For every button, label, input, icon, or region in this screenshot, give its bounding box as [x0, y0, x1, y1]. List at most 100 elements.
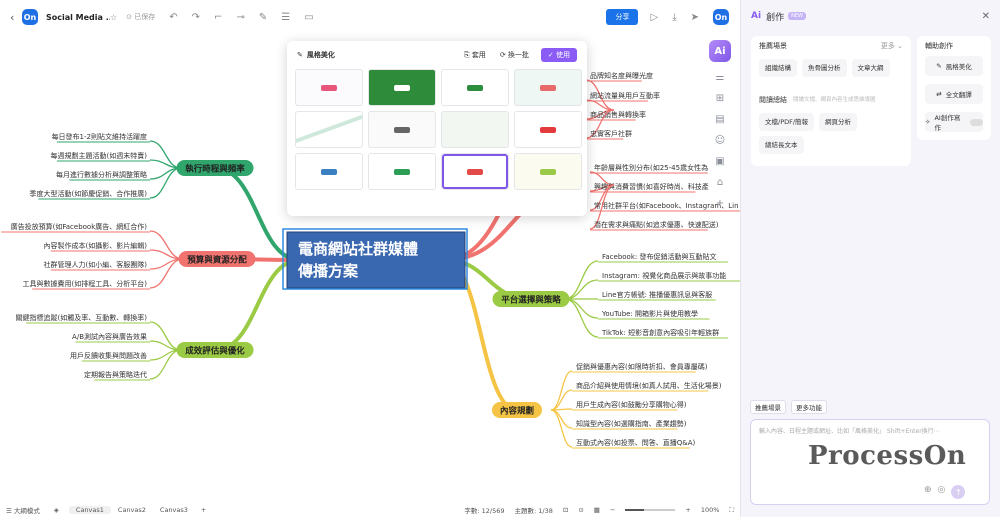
toggle-switch[interactable]	[969, 118, 983, 126]
redo-icon[interactable]: ↷	[191, 11, 201, 23]
leaf-node[interactable]: 用戶反饋收集與問題改善	[70, 351, 147, 360]
style-card[interactable]	[514, 69, 582, 106]
branch-node[interactable]	[178, 251, 256, 267]
branch-node-label[interactable]: 內容規劃	[500, 406, 534, 417]
style-card[interactable]	[368, 111, 436, 148]
structure-icon[interactable]: ⊞	[715, 93, 725, 104]
add-icon[interactable]: +	[715, 198, 725, 209]
leaf-node[interactable]: 潛在需求與痛點(如追求優惠、快速配送)	[594, 220, 719, 229]
style-card[interactable]	[441, 111, 509, 148]
zoom-slider[interactable]	[625, 509, 676, 511]
locate-icon[interactable]: ⊙	[578, 506, 584, 514]
share-button[interactable]: 分享	[606, 9, 639, 25]
back-icon[interactable]: ‹	[10, 10, 15, 24]
leaf-node[interactable]: 網站流量與用戶互動率	[590, 91, 660, 100]
leaf-node[interactable]: 內容製作成本(如攝影、影片編輯)	[44, 241, 148, 250]
style-card[interactable]	[368, 69, 436, 106]
chip-doc-pdf[interactable]: 文檔/PDF/簡報	[759, 113, 815, 131]
download-icon[interactable]: ⤓	[672, 11, 677, 23]
leaf-node[interactable]: Instagram: 視覺化商品展示與故事功能	[602, 271, 726, 280]
leaf-node[interactable]: TikTok: 短影音創意內容吸引年輕族群	[601, 328, 719, 337]
tab-more[interactable]: 更多功能	[791, 400, 827, 414]
tab-canvas1[interactable]: Canvas1	[68, 506, 111, 514]
document-title[interactable]: Social Media ...	[46, 12, 110, 22]
emoji-icon[interactable]: ☺	[714, 135, 726, 146]
apply-all-button[interactable]: ⎘ 套用	[463, 51, 486, 59]
tab-canvas3[interactable]: Canvas3	[159, 506, 188, 514]
tab-canvas2[interactable]: Canvas2	[117, 506, 146, 514]
leaf-node[interactable]: 社群管理人力(如小編、客服團隊)	[44, 260, 148, 269]
style-card[interactable]	[368, 153, 436, 190]
beautify-button[interactable]: ✎風格美化	[925, 56, 983, 76]
leaf-node[interactable]: 每週規劃主題活動(如週末特賣)	[51, 151, 148, 160]
star-icon[interactable]: ☆	[110, 12, 118, 22]
avatar[interactable]: On	[713, 9, 729, 25]
ai-prompt-input[interactable]: 輸入內容、日程主題或網址、比如「風格美化」 Shift+Enter換行⋯	[750, 419, 990, 505]
central-node-title[interactable]: 傳播方案	[297, 262, 359, 280]
settings-icon[interactable]: ◎	[937, 485, 946, 495]
insert-topic-icon[interactable]: ⊸	[236, 11, 245, 23]
ai-icon[interactable]: Ai	[709, 40, 731, 62]
leaf-node[interactable]: Line官方帳號: 推播優惠訊息與客服	[602, 290, 712, 299]
branch-node-label[interactable]: 成效評估與優化	[185, 346, 245, 357]
use-button[interactable]: ✓ 使用	[540, 48, 577, 62]
leaf-node[interactable]: 忠實客戶社群	[590, 129, 632, 138]
style-card[interactable]	[295, 69, 363, 106]
leaf-node[interactable]: 商品銷售與轉換率	[590, 110, 646, 119]
style-card[interactable]	[514, 153, 582, 190]
app-logo[interactable]: On	[22, 9, 38, 25]
leaf-node[interactable]: 工具與數據費用(如排程工具、分析平台)	[23, 279, 148, 288]
style-card[interactable]	[295, 153, 363, 190]
leaf-node[interactable]: 每月進行數據分析與調整策略	[56, 170, 147, 179]
brush-icon[interactable]: ✎	[258, 11, 268, 23]
leaf-node[interactable]: 廣告投放預算(如Facebook廣告、網紅合作)	[11, 222, 148, 231]
summary-icon[interactable]: ☰	[281, 11, 291, 23]
central-node-title[interactable]: 電商網站社群媒體	[298, 240, 418, 258]
undo-icon[interactable]: ↶	[169, 11, 178, 23]
style-card[interactable]	[441, 69, 509, 106]
leaf-node[interactable]: 定期報告與策略迭代	[84, 370, 147, 379]
branch-node[interactable]	[176, 342, 254, 358]
leaf-node[interactable]: 每日發布1-2則貼文維持活躍度	[52, 132, 147, 141]
frame-icon[interactable]: ▭	[304, 11, 314, 23]
fullscreen-icon[interactable]: ⛶	[729, 505, 734, 514]
shuffle-button[interactable]: ⟳ 換一批	[499, 51, 529, 59]
chip-outline[interactable]: 文章大綱	[851, 59, 890, 77]
style-icon[interactable]: ▤	[715, 114, 725, 125]
central-node-selection[interactable]	[282, 228, 468, 290]
leaf-node[interactable]: A/B測試內容與廣告效果	[72, 332, 147, 341]
leaf-node[interactable]: 常用社群平台(如Facebook、Instagram、Lin	[594, 201, 739, 210]
style-card[interactable]	[514, 111, 582, 148]
leaf-node[interactable]: 用戶生成內容(如鼓勵分享購物心得)	[576, 400, 687, 409]
ai-write-toggle[interactable]: ✧AI創作寫作	[925, 112, 983, 132]
branch-node[interactable]	[492, 291, 570, 307]
attach-icon[interactable]: ⊕	[924, 485, 932, 495]
format-painter-icon[interactable]: ⌐	[214, 11, 223, 23]
central-node[interactable]	[286, 231, 466, 289]
leaf-node[interactable]: Facebook: 發布促銷活動與互動貼文	[602, 252, 716, 261]
leaf-node[interactable]: 促銷與優惠內容(如限時折扣、會員專屬碼)	[576, 362, 708, 371]
leaf-node[interactable]: 年齡層與性別分布(如25-45歲女性為	[594, 163, 708, 172]
send-icon[interactable]: ↑	[951, 485, 966, 499]
layout-icon[interactable]: ⚌	[715, 72, 725, 83]
leaf-node[interactable]: 商品介紹與使用情境(如真人試用、生活化場景)	[576, 381, 722, 390]
leaf-node[interactable]: 知識型內容(如選購指南、產業趨勢)	[576, 419, 687, 428]
zoom-out-icon[interactable]: −	[609, 506, 616, 514]
fit-icon[interactable]: ⊡	[562, 506, 569, 514]
leaf-node[interactable]: 品牌知名度與曝光度	[590, 71, 653, 80]
send-icon[interactable]: ➤	[690, 11, 699, 23]
branch-node[interactable]	[176, 160, 254, 176]
leaf-node[interactable]: 互動式內容(如投票、問答、直播Q&A)	[576, 438, 695, 447]
branch-node-label[interactable]: 預算與資源分配	[187, 255, 247, 266]
branch-node-label[interactable]: 執行時程與頻率	[185, 164, 245, 175]
add-canvas-icon[interactable]: +	[200, 506, 207, 514]
chip-fishbone[interactable]: 魚骨圖分析	[802, 59, 847, 77]
close-icon[interactable]: ✕	[981, 10, 990, 22]
chip-summarize[interactable]: 總結長文本	[759, 136, 804, 154]
chip-web-analysis[interactable]: 網頁分析	[819, 113, 858, 131]
translate-button[interactable]: ⇄全文翻譯	[925, 84, 983, 104]
leaf-node[interactable]: 興趣與消費習慣(如喜好時尚、科技產	[594, 182, 709, 191]
chip-org-chart[interactable]: 組織結構	[759, 59, 797, 77]
image-icon[interactable]: ▣	[715, 156, 725, 167]
